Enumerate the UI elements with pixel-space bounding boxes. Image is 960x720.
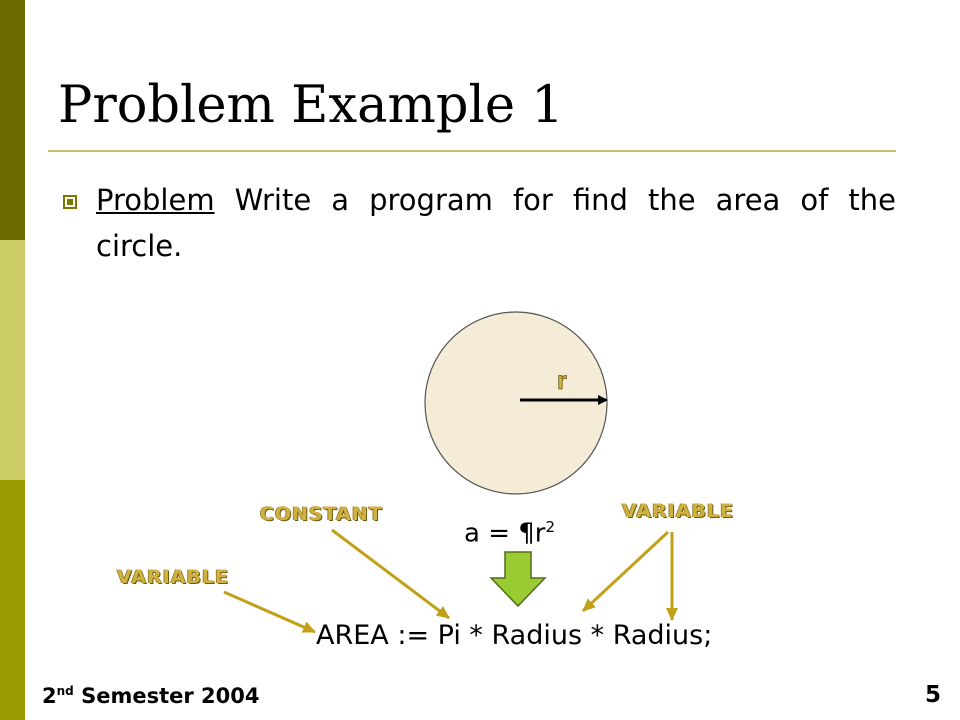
footer-semester: 2nd Semester 2004 — [42, 684, 259, 708]
slide-title: Problem Example 1 — [58, 76, 564, 135]
pointer-variable-right-a — [581, 530, 670, 613]
footer-ordinal: nd — [56, 684, 74, 698]
label-variable-right: VARIABLE — [622, 500, 735, 522]
area-formula: a = ¶r2 — [464, 518, 555, 549]
code-statement: AREA := Pi * Radius * Radius; — [316, 620, 713, 651]
formula-main: a = ¶r — [464, 518, 546, 549]
radius-label: r — [557, 367, 567, 395]
bullet-text-line2: circle. — [96, 229, 183, 263]
formula-exponent: 2 — [545, 518, 556, 536]
label-variable-left: VARIABLE — [117, 566, 230, 588]
down-arrow-icon — [489, 551, 547, 608]
bullet-text-line1: Write a program for find the area of the — [234, 183, 896, 217]
square-bullet-icon — [63, 195, 77, 209]
side-band-top — [0, 0, 25, 240]
page-number: 5 — [925, 682, 942, 708]
bullet-problem-line1: Problem Write a program for find the are… — [96, 177, 896, 223]
footer-rest: Semester 2004 — [73, 684, 260, 708]
label-constant: CONSTANT — [260, 503, 383, 525]
bullet-lead: Problem — [96, 183, 215, 217]
circle-shape — [424, 311, 608, 495]
side-band-bottom — [0, 480, 25, 720]
footer-num: 2 — [42, 684, 57, 708]
pointer-constant — [331, 528, 450, 620]
title-divider — [48, 150, 896, 152]
pointer-variable-left — [223, 590, 316, 634]
side-band-middle — [0, 240, 25, 480]
